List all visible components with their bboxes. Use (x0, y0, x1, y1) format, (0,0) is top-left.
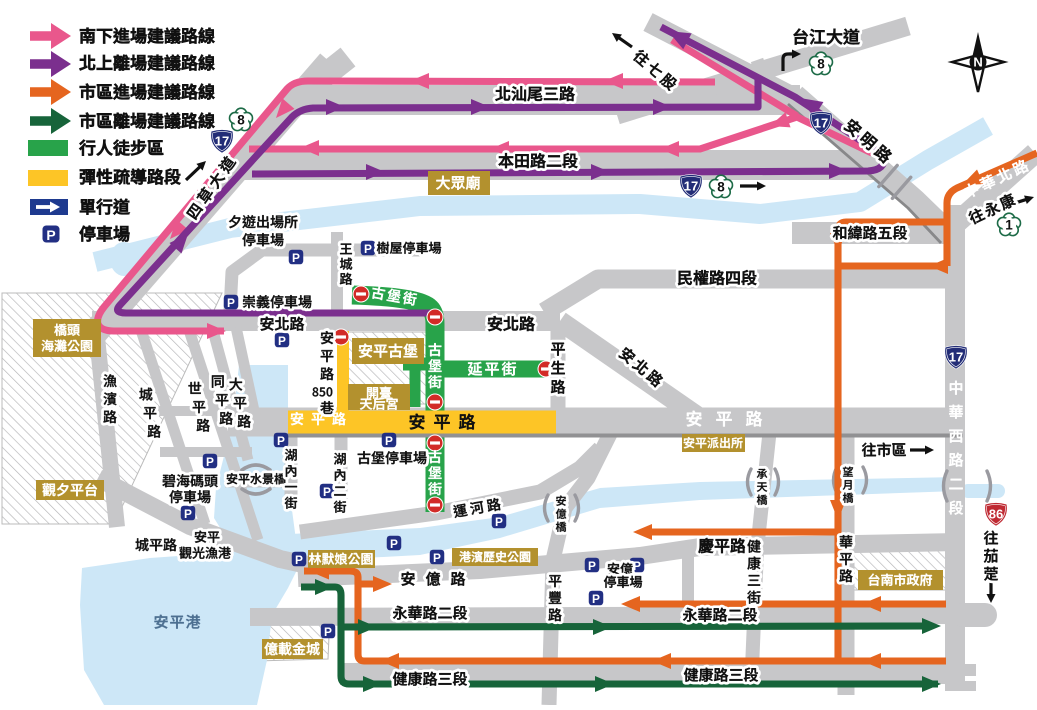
svg-text:P: P (46, 227, 55, 243)
svg-text:P: P (324, 625, 332, 639)
svg-text:P: P (495, 515, 503, 529)
svg-text:P: P (385, 434, 393, 448)
svg-text:N: N (973, 55, 982, 70)
svg-text:P: P (364, 242, 372, 256)
svg-text:P: P (633, 559, 641, 573)
svg-text:17: 17 (949, 350, 963, 365)
svg-text:P: P (278, 334, 286, 348)
svg-text:8: 8 (237, 113, 245, 128)
svg-text:P: P (323, 485, 331, 499)
svg-text:P: P (184, 507, 192, 521)
svg-text:P: P (295, 553, 303, 567)
svg-text:P: P (292, 251, 300, 265)
svg-text:P: P (206, 455, 214, 469)
svg-text:8: 8 (717, 180, 725, 195)
svg-text:P: P (588, 559, 596, 573)
svg-text:86: 86 (989, 507, 1003, 522)
svg-text:17: 17 (684, 179, 698, 194)
svg-text:17: 17 (814, 116, 828, 131)
svg-text:P: P (390, 537, 398, 551)
svg-text:P: P (277, 434, 285, 448)
svg-text:P: P (227, 296, 235, 310)
svg-text:1: 1 (1005, 218, 1013, 233)
svg-text:8: 8 (817, 57, 825, 72)
svg-text:P: P (592, 592, 600, 606)
svg-text:P: P (433, 551, 441, 565)
svg-text:17: 17 (215, 134, 229, 149)
